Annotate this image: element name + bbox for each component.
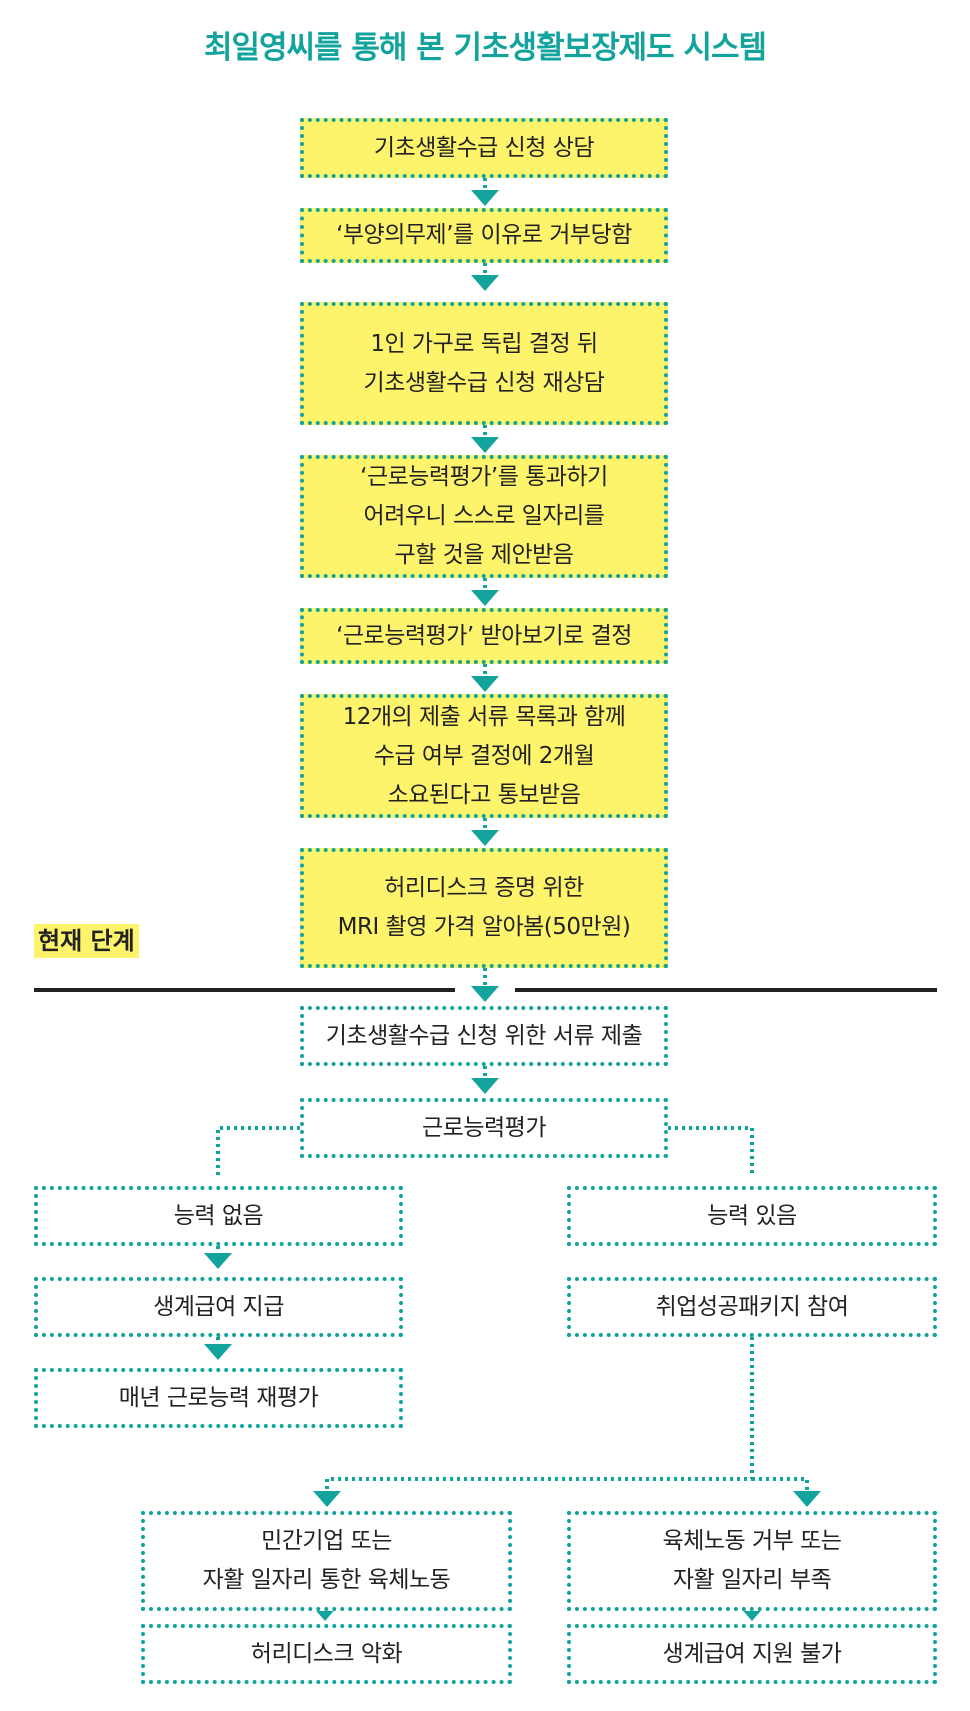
annual-reevaluation-box: 매년 근로능력 재평가 <box>34 1368 403 1428</box>
evaluation-box: 근로능력평가 <box>300 1098 668 1158</box>
employment-package-text: 취업성공패키지 참여 <box>655 1293 849 1320</box>
step-text: 소요된다고 통보받음 <box>387 781 581 808</box>
step-text: 구할 것을 제안받음 <box>394 542 574 568</box>
disc-worsening-box: 허리디스크 악화 <box>141 1624 512 1684</box>
step-box: ‘근로능력평가’ 받아보기로 결정 <box>300 608 668 664</box>
submit-text: 기초생활수급 신청 위한 서류 제출 <box>325 1022 643 1049</box>
disc-worsening-text: 허리디스크 악화 <box>250 1640 403 1667</box>
benefit-denied-box: 생계급여 지원 불가 <box>567 1624 937 1684</box>
step-text: 어려우니 스스로 일자리를 <box>363 503 605 529</box>
benefit-denied-text: 생계급여 지원 불가 <box>662 1640 842 1667</box>
current-stage-divider <box>34 988 455 992</box>
physical-labor-box: 민간기업 또는 자활 일자리 통한 육체노동 <box>141 1511 512 1611</box>
step-text: 1인 가구로 독립 결정 뒤 <box>370 330 598 357</box>
evaluation-text: 근로능력평가 <box>422 1114 546 1141</box>
step-text: 허리디스크 증명 위한 <box>384 875 584 901</box>
living-benefit-box: 생계급여 지급 <box>34 1277 403 1337</box>
step-text: ‘근로능력평가’를 통과하기 <box>360 464 608 490</box>
step-text: 기초생활수급 신청 재상담 <box>363 369 605 396</box>
step-box: 1인 가구로 독립 결정 뒤 기초생활수급 신청 재상담 <box>300 302 668 425</box>
step-box: ‘근로능력평가’를 통과하기 어려우니 스스로 일자리를 구할 것을 제안받음 <box>300 455 668 578</box>
no-ability-text: 능력 없음 <box>173 1202 264 1229</box>
has-ability-text: 능력 있음 <box>707 1202 797 1229</box>
physical-labor-text: 자활 일자리 통한 육체노동 <box>202 1567 451 1593</box>
diagram-title: 최일영씨를 통해 본 기초생활보장제도 시스템 <box>203 30 767 66</box>
has-ability-box: 능력 있음 <box>567 1186 937 1246</box>
refusal-box: 육체노동 거부 또는 자활 일자리 부족 <box>567 1511 937 1611</box>
current-stage-divider <box>515 988 937 992</box>
step-text: 수급 여부 결정에 2개월 <box>373 742 595 769</box>
step-text: MRI 촬영 가격 알아봄(50만원) <box>337 914 631 940</box>
living-benefit-text: 생계급여 지급 <box>153 1293 284 1320</box>
step-box: ‘부양의무제’를 이유로 거부당함 <box>300 208 668 263</box>
step-text: ‘근로능력평가’ 받아보기로 결정 <box>336 622 632 649</box>
step-text: ‘부양의무제’를 이유로 거부당함 <box>336 222 632 248</box>
submit-box: 기초생활수급 신청 위한 서류 제출 <box>300 1006 668 1066</box>
refusal-text: 육체노동 거부 또는 <box>662 1528 842 1554</box>
step-box: 12개의 제출 서류 목록과 함께 수급 여부 결정에 2개월 소요된다고 통보… <box>300 694 668 818</box>
employment-package-box: 취업성공패키지 참여 <box>567 1277 937 1337</box>
no-ability-box: 능력 없음 <box>34 1186 403 1246</box>
current-stage-label: 현재 단계 <box>34 924 139 958</box>
step-text: 12개의 제출 서류 목록과 함께 <box>342 703 626 730</box>
refusal-text: 자활 일자리 부족 <box>672 1567 832 1593</box>
step-box: 허리디스크 증명 위한 MRI 촬영 가격 알아봄(50만원) <box>300 848 668 968</box>
step-box: 기초생활수급 신청 상담 <box>300 118 668 178</box>
annual-reevaluation-text: 매년 근로능력 재평가 <box>118 1384 319 1411</box>
physical-labor-text: 민간기업 또는 <box>261 1528 392 1554</box>
step-text: 기초생활수급 신청 상담 <box>373 134 595 161</box>
